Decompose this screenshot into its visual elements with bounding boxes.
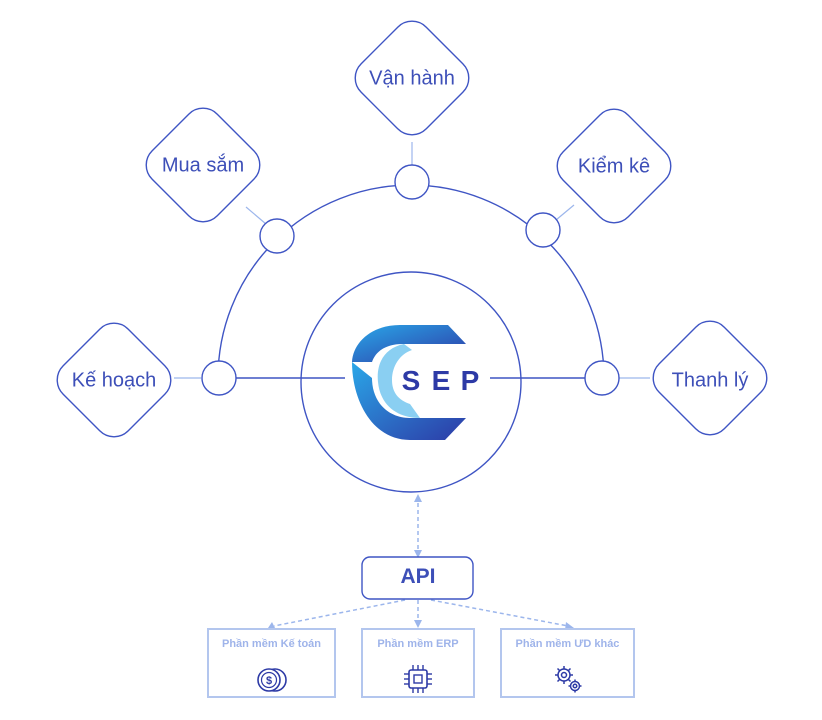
gears-icon <box>554 666 581 693</box>
node-label-van-hanh: Vận hành <box>369 67 455 90</box>
ext-label-khac: Phần mềm ƯD khác <box>515 638 620 650</box>
logo-letter-s: S <box>401 365 421 396</box>
connector-mua-sam <box>245 206 267 225</box>
ext-box-khac: Phần mềm ƯD khác <box>500 628 635 698</box>
arrow-up-center <box>414 494 422 502</box>
ext-box-ke-toan: Phần mềm Kế toán $ <box>207 628 336 698</box>
junction-kiem-ke <box>525 212 561 248</box>
center-circle <box>300 271 522 493</box>
dashed-api-ketoan <box>273 599 406 627</box>
node-label-thanh-ly: Thanh lý <box>671 369 749 392</box>
dashed-api-khac <box>430 599 569 627</box>
node-label-ke-hoach: Kế hoạch <box>71 369 157 392</box>
api-box <box>361 556 474 600</box>
logo-letter-p: P <box>460 365 480 396</box>
node-label-mua-sam: Mua sắm <box>161 154 245 177</box>
ext-label-ke-toan: Phần mềm Kế toán <box>221 638 322 650</box>
node-label-kiem-ke: Kiểm kê <box>577 155 651 178</box>
sep-logo-mark <box>352 325 466 440</box>
diamond-kiem-ke <box>556 108 672 224</box>
diamond-ke-hoach <box>56 322 172 438</box>
arrow-down-api <box>414 550 422 558</box>
diamond-thanh-ly <box>652 320 768 436</box>
chip-icon <box>404 665 432 693</box>
logo-letter-e: E <box>431 365 451 396</box>
ext-box-erp: Phần mềm ERP <box>361 628 475 698</box>
svg-text:$: $ <box>265 675 271 687</box>
coins-icon: $ <box>256 668 287 692</box>
junction-thanh-ly <box>584 360 620 396</box>
arrow-erp <box>414 620 422 628</box>
junction-ke-hoach <box>201 360 237 396</box>
diamond-van-hanh <box>354 20 470 136</box>
diamond-mua-sam <box>145 107 261 223</box>
connector-kiem-ke <box>555 204 575 221</box>
junction-mua-sam <box>259 218 295 254</box>
api-label: API <box>400 565 436 588</box>
ext-label-erp: Phần mềm ERP <box>377 638 459 650</box>
junction-van-hanh <box>394 164 430 200</box>
